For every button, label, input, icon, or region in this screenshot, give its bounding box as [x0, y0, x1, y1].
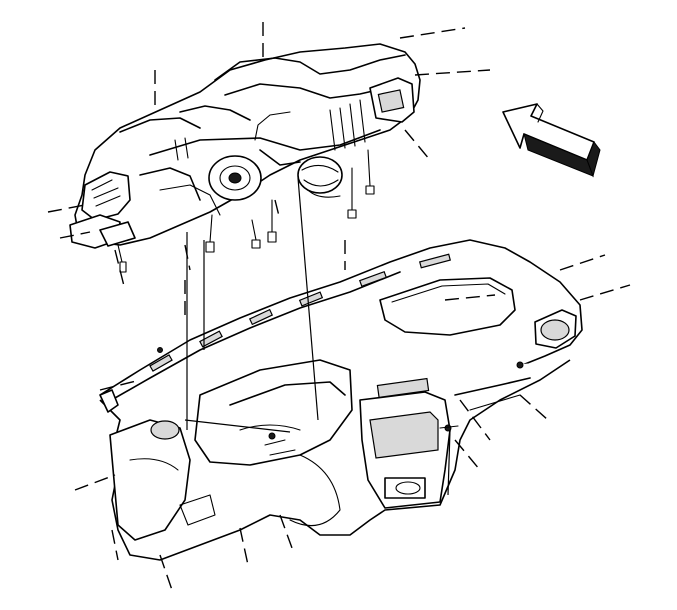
direction-arrow-icon	[502, 103, 601, 178]
fasteners	[157, 347, 524, 440]
wire-harness-connectors	[117, 149, 375, 273]
defrost-vents	[149, 253, 452, 372]
instrument-panel-carrier	[99, 239, 583, 561]
assembly-leader-lines	[184, 177, 451, 496]
hvac-module-assembly	[69, 43, 421, 273]
center-lines	[47, 22, 631, 591]
